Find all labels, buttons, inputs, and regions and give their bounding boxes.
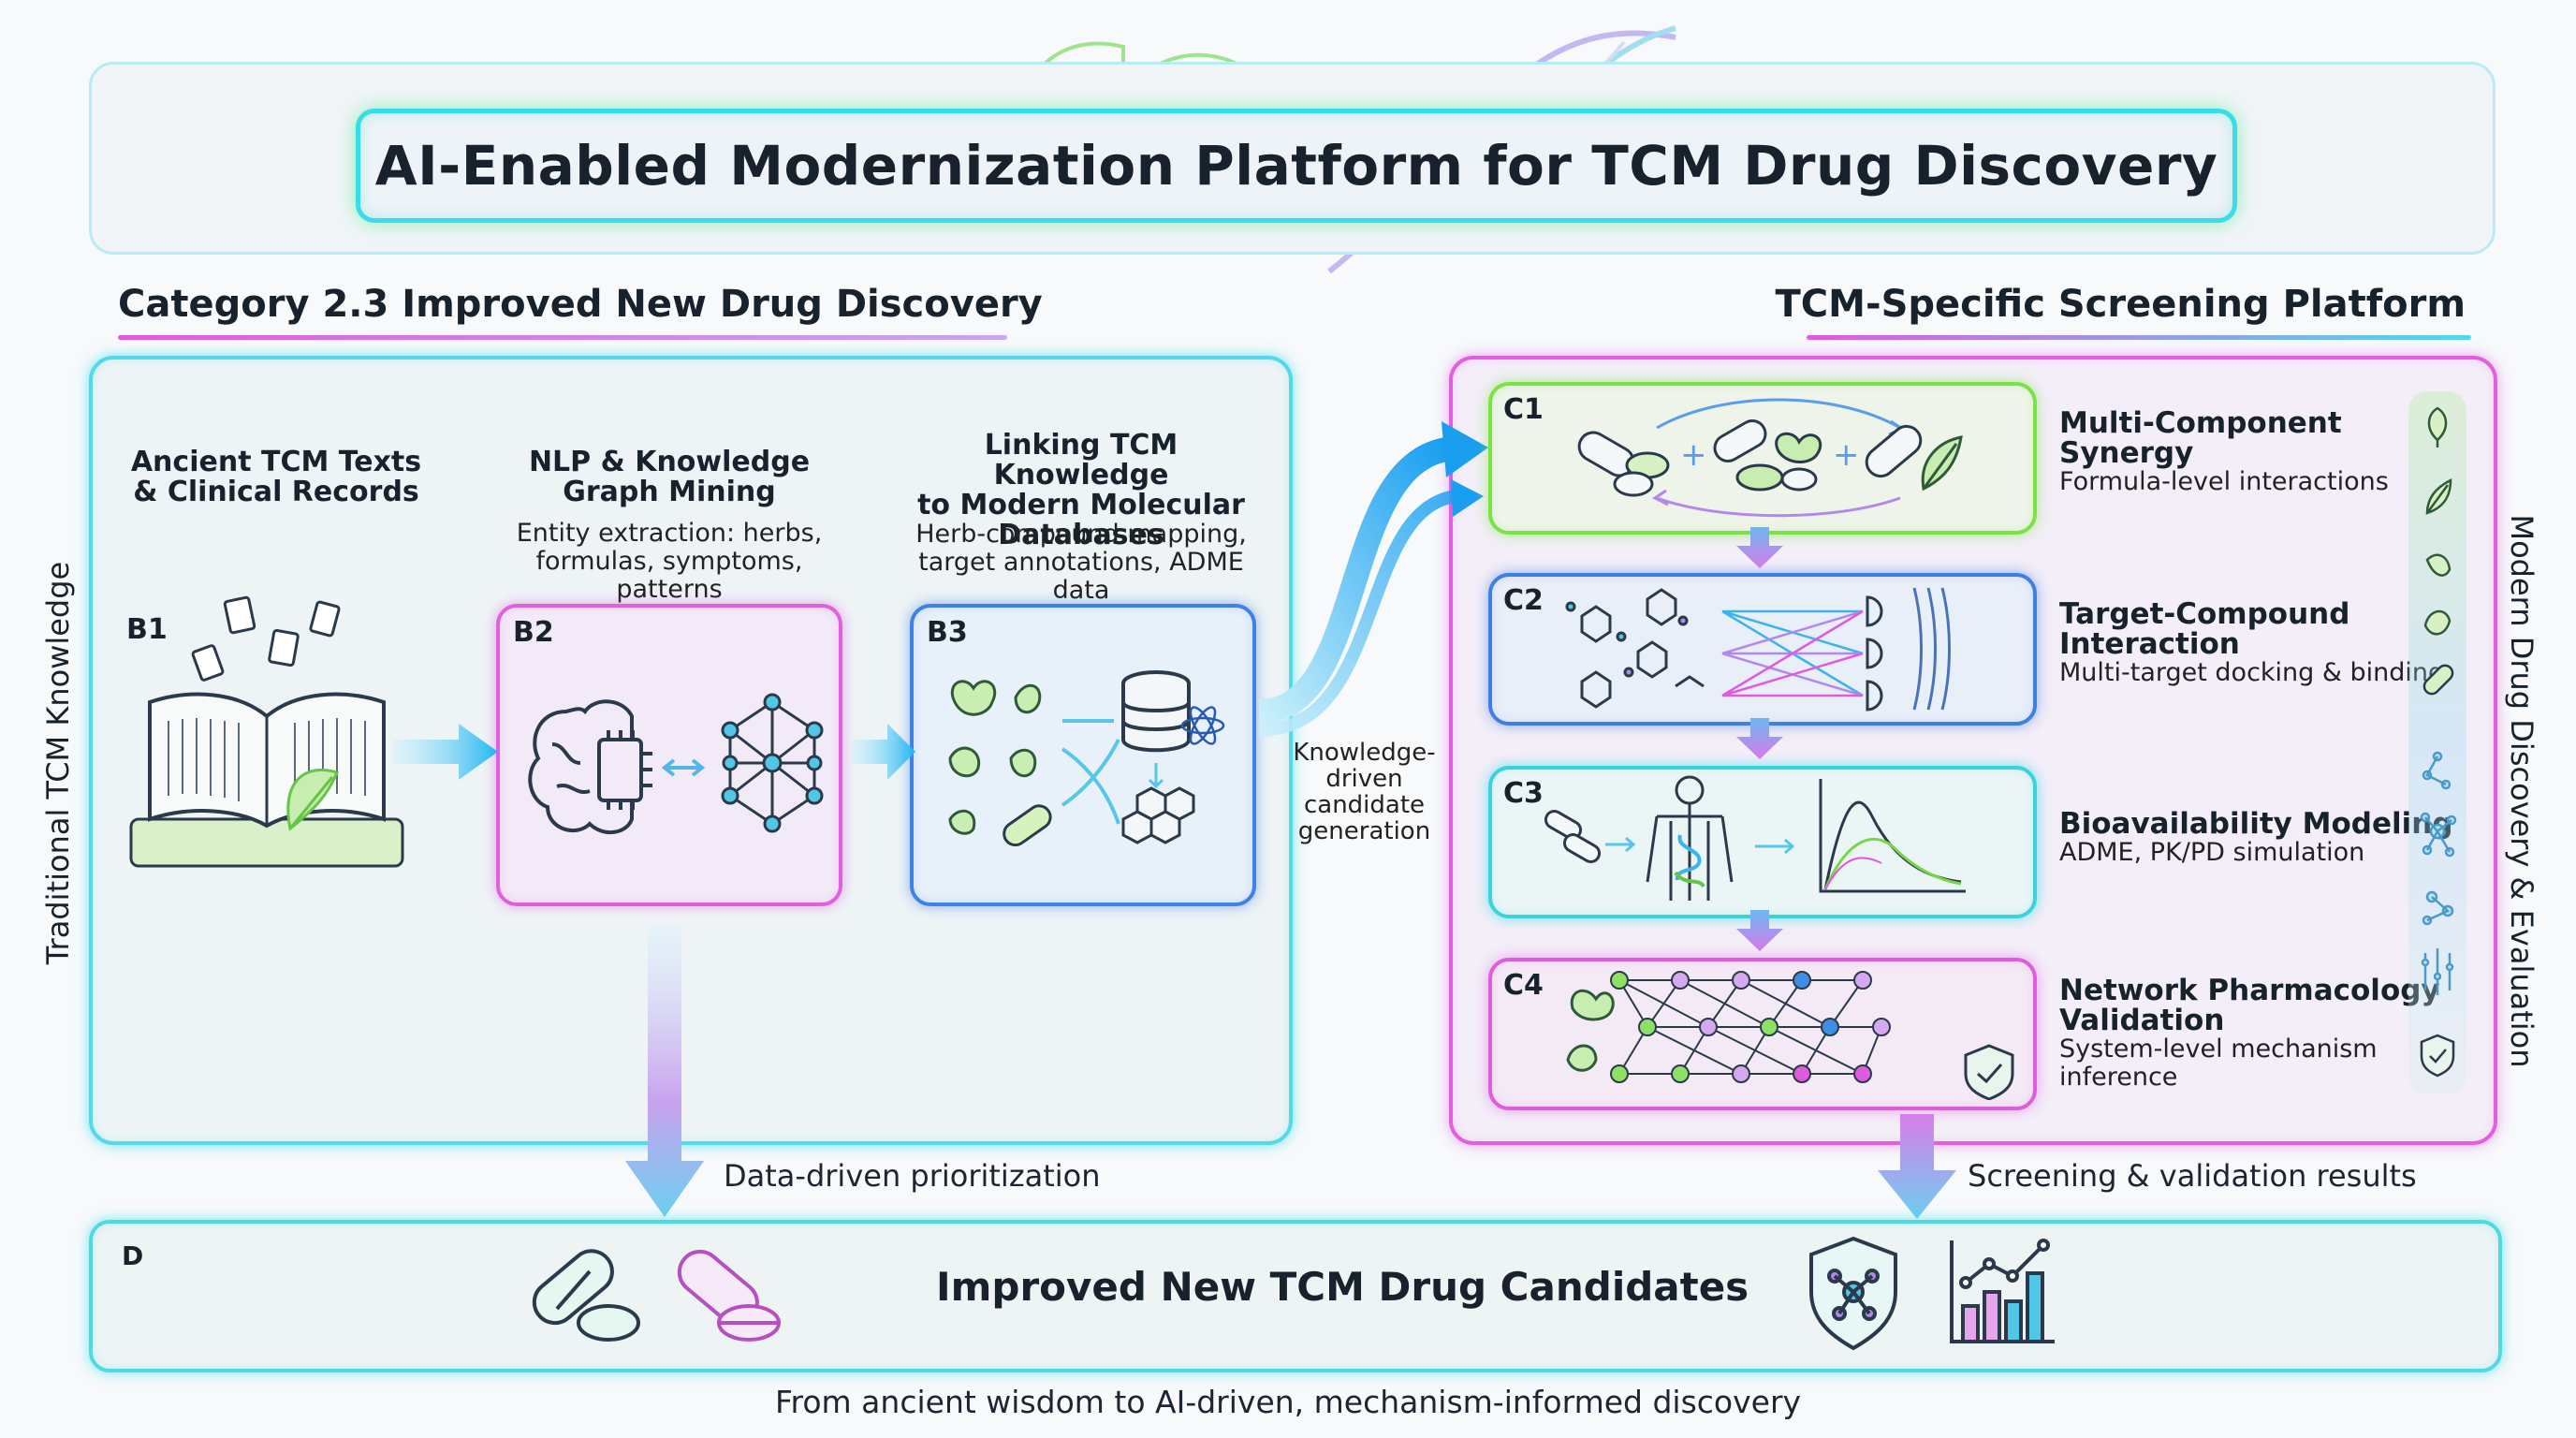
brain-chip-icon <box>528 699 652 834</box>
network-icon <box>1618 979 1882 1075</box>
knowledge-driven-arrow <box>1258 421 1488 737</box>
left-down-arrow <box>625 927 704 1217</box>
atom-icon <box>1180 706 1225 745</box>
svg-text:+: + <box>1680 436 1707 474</box>
d-right-icons <box>1809 1236 2055 1351</box>
b3-icons <box>948 670 1225 847</box>
left-heading-underline <box>118 335 1007 340</box>
c4-box <box>1488 958 2037 1110</box>
c3-id: C3 <box>1503 777 1544 810</box>
b2-description: Entity extraction: herbs, formulas, symp… <box>516 519 823 604</box>
shield-check-icon <box>2420 1034 2455 1078</box>
d-id: D <box>122 1240 144 1271</box>
b1-id: B1 <box>126 613 168 646</box>
right-down-arrow <box>1878 1114 1956 1219</box>
pk-curve-icon <box>1819 779 1966 893</box>
bar-chart-icon <box>1950 1239 2055 1343</box>
c4-art <box>1566 971 2014 1100</box>
output-title: Improved New TCM Drug Candidates <box>936 1264 1749 1310</box>
shield-check-icon <box>1964 1044 2014 1100</box>
left-section-heading: Category 2.3 Improved New Drug Discovery <box>118 283 1043 326</box>
molecule-icon <box>2420 751 2457 995</box>
d-left-icons <box>532 1249 781 1342</box>
c3-text: Bioavailability Modeling ADME, PK/PD sim… <box>2059 807 2453 867</box>
open-book-icon <box>129 595 404 868</box>
left-down-label: Data-driven prioritization <box>724 1158 1101 1194</box>
capsule-icon <box>1003 804 1052 847</box>
title-box <box>356 109 2237 223</box>
c2-art <box>1565 587 1951 712</box>
herb-icon <box>948 680 1042 835</box>
c2-text: Target-Compound Interaction Multi-target… <box>2059 597 2445 687</box>
rail-icons <box>2420 406 2457 1078</box>
c1-text: Multi-Component Synergy Formula-level in… <box>2059 406 2389 496</box>
right-heading-underline <box>1807 335 2471 340</box>
b-flow-arrows <box>393 724 915 780</box>
knowledge-graph-icon <box>721 693 824 833</box>
herb-icon <box>1921 435 1963 492</box>
b2-id: B2 <box>513 616 554 649</box>
capsule-icon <box>1544 810 1602 863</box>
c3-art <box>1544 775 1966 901</box>
b2-icons <box>528 693 824 834</box>
human-body-icon <box>1646 775 1734 901</box>
cell-membrane-icon <box>1866 587 1951 712</box>
herb-icon <box>2423 609 2452 636</box>
b3-description: Herb-compound mapping, target annotation… <box>915 520 1247 605</box>
herb-icon <box>2425 553 2452 577</box>
c4-id: C4 <box>1503 969 1544 1002</box>
capsule-icon <box>532 1249 640 1342</box>
database-icon <box>1121 670 1191 753</box>
molecule-icon <box>1565 588 1705 709</box>
tablet-icon <box>1577 431 1670 497</box>
herb-icon <box>2425 477 2452 515</box>
vertical-label-left: Traditional TCM Knowledge <box>40 561 76 965</box>
hexagon-molecule-icon <box>1121 786 1195 844</box>
page-title: AI-Enabled Modernization Platform for TC… <box>374 134 2218 198</box>
output-panel <box>89 1220 2502 1372</box>
c4-text: Network Pharmacology Validation System-l… <box>2059 974 2440 1092</box>
capsule-icon <box>2422 664 2454 696</box>
c-flow-arrows <box>1736 527 1783 951</box>
c2-id: C2 <box>1503 584 1544 617</box>
b1-title: Ancient TCM Texts & Clinical Records <box>130 446 422 508</box>
footer-tagline: From ancient wisdom to AI-driven, mechan… <box>774 1384 1802 1420</box>
tablet-icon <box>677 1249 781 1342</box>
c1-id: C1 <box>1503 393 1544 426</box>
shield-molecule-icon <box>1809 1236 1897 1351</box>
c1-art: + + <box>1577 398 1963 518</box>
vertical-label-right: Modern Drug Discovery & Evaluation <box>2504 514 2539 1068</box>
b3-title: Linking TCM Knowledge to Modern Molecula… <box>917 429 1245 551</box>
right-section-heading: TCM-Specific Screening Platform <box>1775 283 2466 326</box>
b2-title: NLP & Knowledge Graph Mining <box>528 446 811 508</box>
svg-text:+: + <box>1833 436 1860 474</box>
right-down-label: Screening & validation results <box>1968 1158 2417 1194</box>
connector-label: Knowledge- driven candidate generation <box>1293 739 1436 845</box>
capsule-icon <box>1865 424 1923 478</box>
b3-id: B3 <box>927 616 968 649</box>
herb-icon <box>2427 406 2448 448</box>
herb-icon <box>1566 989 1615 1072</box>
